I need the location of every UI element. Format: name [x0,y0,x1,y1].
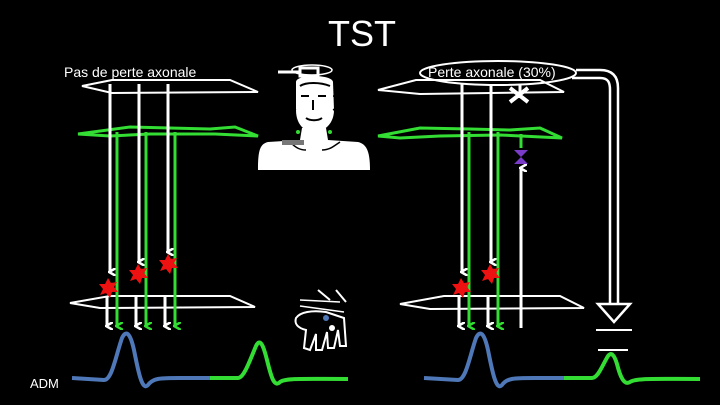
right-collision-1 [452,278,471,298]
right-top-plane [377,79,565,96]
left-collision-2 [129,264,148,284]
right-block-cross-icon [508,86,530,104]
right-return-arrowhead [595,302,633,324]
left-tst-trace [210,340,349,386]
wrist-stimulator-icon [317,289,347,303]
trace-label: ADM [30,376,59,391]
right-panel-label: Perte axonale (30%) [428,64,556,80]
right-label-oval [419,60,577,86]
left-panel [69,79,349,389]
left-mid-plane [77,125,259,138]
right-bottom-plane [399,295,585,311]
hand-figure [294,289,348,352]
page-title: TST [328,13,396,54]
left-top-plane [81,79,259,95]
right-tst-trace [564,352,701,385]
right-mid-plane [377,126,563,140]
left-bottom-plane [69,295,256,310]
right-cmap-trace [423,331,564,389]
head-figure [258,64,370,170]
left-collision-1 [99,278,118,298]
right-block-purple-icon [514,150,528,164]
right-return-arrow [572,68,620,304]
left-collision-3 [159,254,178,274]
right-collision-2 [481,264,500,284]
left-cmap-trace [71,331,210,389]
left-panel-label: Pas de perte axonale [64,64,197,80]
right-panel [377,60,701,389]
